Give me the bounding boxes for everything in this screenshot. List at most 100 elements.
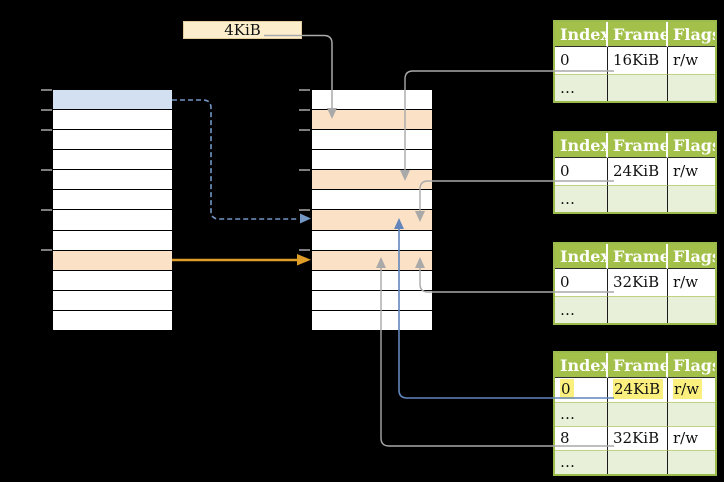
table-cell-frame: 16KiB xyxy=(608,47,668,74)
physical-memory-column xyxy=(310,88,434,332)
address-tick xyxy=(299,209,310,211)
memory-row-white xyxy=(53,270,172,291)
virtual-memory-column xyxy=(51,88,174,332)
table-cell-index: … xyxy=(555,74,608,101)
memory-row-white xyxy=(312,150,432,171)
table-row: 0 24KiB r/w xyxy=(555,378,715,402)
page-table-1: IndexFrameFlags016KiBr/w… xyxy=(553,20,717,103)
table-cell-index: … xyxy=(555,450,608,474)
highlighted-value: 24KiB xyxy=(613,379,664,399)
table-cell-frame xyxy=(608,402,668,426)
memory-row-blue xyxy=(53,90,172,111)
table-cell-frame: 24KiB xyxy=(608,158,668,185)
address-tick xyxy=(299,249,310,251)
table-header-cell-flags: Flags xyxy=(668,22,715,47)
address-tick xyxy=(41,129,52,131)
table-cell-flags xyxy=(668,74,715,101)
table-cell-flags: r/w xyxy=(668,426,715,450)
table-header-cell-flags: Flags xyxy=(668,353,715,378)
table-cell-flags xyxy=(668,450,715,474)
table-cell-flags: r/w xyxy=(673,51,699,69)
table-cell-frame: 32KiB xyxy=(608,426,668,450)
address-tick xyxy=(299,89,310,91)
table-cell-flags xyxy=(668,296,715,323)
table-cell-index: 0 xyxy=(555,47,608,74)
table-header-cell-index: Index xyxy=(555,244,608,269)
memory-row-white xyxy=(53,290,172,311)
address-tick xyxy=(41,249,52,251)
address-tick xyxy=(41,169,52,171)
address-tick xyxy=(299,109,310,111)
address-tick xyxy=(41,209,52,211)
memory-row-white xyxy=(53,150,172,171)
address-tick xyxy=(41,89,52,91)
memory-row-white xyxy=(312,310,432,330)
table-row: … xyxy=(555,450,715,474)
memory-row-white xyxy=(53,110,172,131)
highlighted-value: r/w xyxy=(673,379,703,399)
table-cell-flags xyxy=(668,185,715,212)
arrowhead-virtual-page8-icon xyxy=(297,254,311,266)
memory-row-orange xyxy=(312,170,432,191)
table-header-row: IndexFrameFlags xyxy=(555,244,715,269)
table-header-cell-frame: Frame xyxy=(608,22,668,47)
memory-row-white xyxy=(312,190,432,211)
address-tick xyxy=(299,169,310,171)
table-row: … xyxy=(555,402,715,426)
table-cell-index: 0 xyxy=(555,269,608,296)
table-header-row: IndexFrameFlags xyxy=(555,353,715,378)
table-cell-index: … xyxy=(555,402,608,426)
table-cell-index: 0 xyxy=(555,378,608,402)
table-header-cell-index: Index xyxy=(555,133,608,158)
memory-row-white xyxy=(312,130,432,151)
table-cell-frame xyxy=(608,74,668,101)
table-header-cell-flags: Flags xyxy=(668,133,715,158)
table-row: … xyxy=(555,296,715,323)
table-cell-flags xyxy=(668,402,715,426)
memory-row-white xyxy=(53,170,172,191)
table-header-cell-index: Index xyxy=(555,22,608,47)
table-header-cell-frame: Frame xyxy=(608,353,668,378)
page-table-4: IndexFrameFlags024KiBr/w…832KiBr/w… xyxy=(553,351,717,476)
table-cell-index: 0 xyxy=(555,158,608,185)
table-cell-index: 8 xyxy=(555,426,608,450)
table-cell-index: … xyxy=(555,185,608,212)
page-table-2: IndexFrameFlags024KiBr/w… xyxy=(553,131,717,214)
memory-row-white xyxy=(312,230,432,251)
table-header-cell-frame: Frame xyxy=(608,133,668,158)
memory-row-white xyxy=(53,310,172,330)
table-cell-frame: 32KiB xyxy=(608,269,668,296)
memory-row-orange xyxy=(312,210,432,231)
memory-row-orange xyxy=(53,250,172,271)
table-header-row: IndexFrameFlags xyxy=(555,133,715,158)
address-tick xyxy=(299,129,310,131)
memory-row-white xyxy=(312,270,432,291)
memory-row-orange xyxy=(312,250,432,271)
address-tick xyxy=(41,109,52,111)
size-label-4kib: 4KiB xyxy=(183,21,302,39)
table-cell-flags: r/w xyxy=(673,273,699,291)
table-cell-flags: r/w xyxy=(668,378,715,402)
memory-row-white xyxy=(53,230,172,251)
table-header-cell-flags: Flags xyxy=(668,244,715,269)
memory-row-white xyxy=(53,190,172,211)
memory-row-white xyxy=(312,290,432,311)
table-header-cell-frame: Frame xyxy=(608,244,668,269)
page-table-3: IndexFrameFlags032KiBr/w… xyxy=(553,242,717,325)
memory-row-white xyxy=(53,130,172,151)
memory-row-white xyxy=(312,90,432,111)
table-header-row: IndexFrameFlags xyxy=(555,22,715,47)
table-row: … xyxy=(555,185,715,212)
table-row: … xyxy=(555,74,715,101)
table-cell-frame xyxy=(608,450,668,474)
memory-row-orange xyxy=(312,110,432,131)
table-header-cell-index: Index xyxy=(555,353,608,378)
highlighted-value: 0 xyxy=(560,379,574,399)
table-cell-frame xyxy=(608,185,668,212)
memory-row-white xyxy=(53,210,172,231)
